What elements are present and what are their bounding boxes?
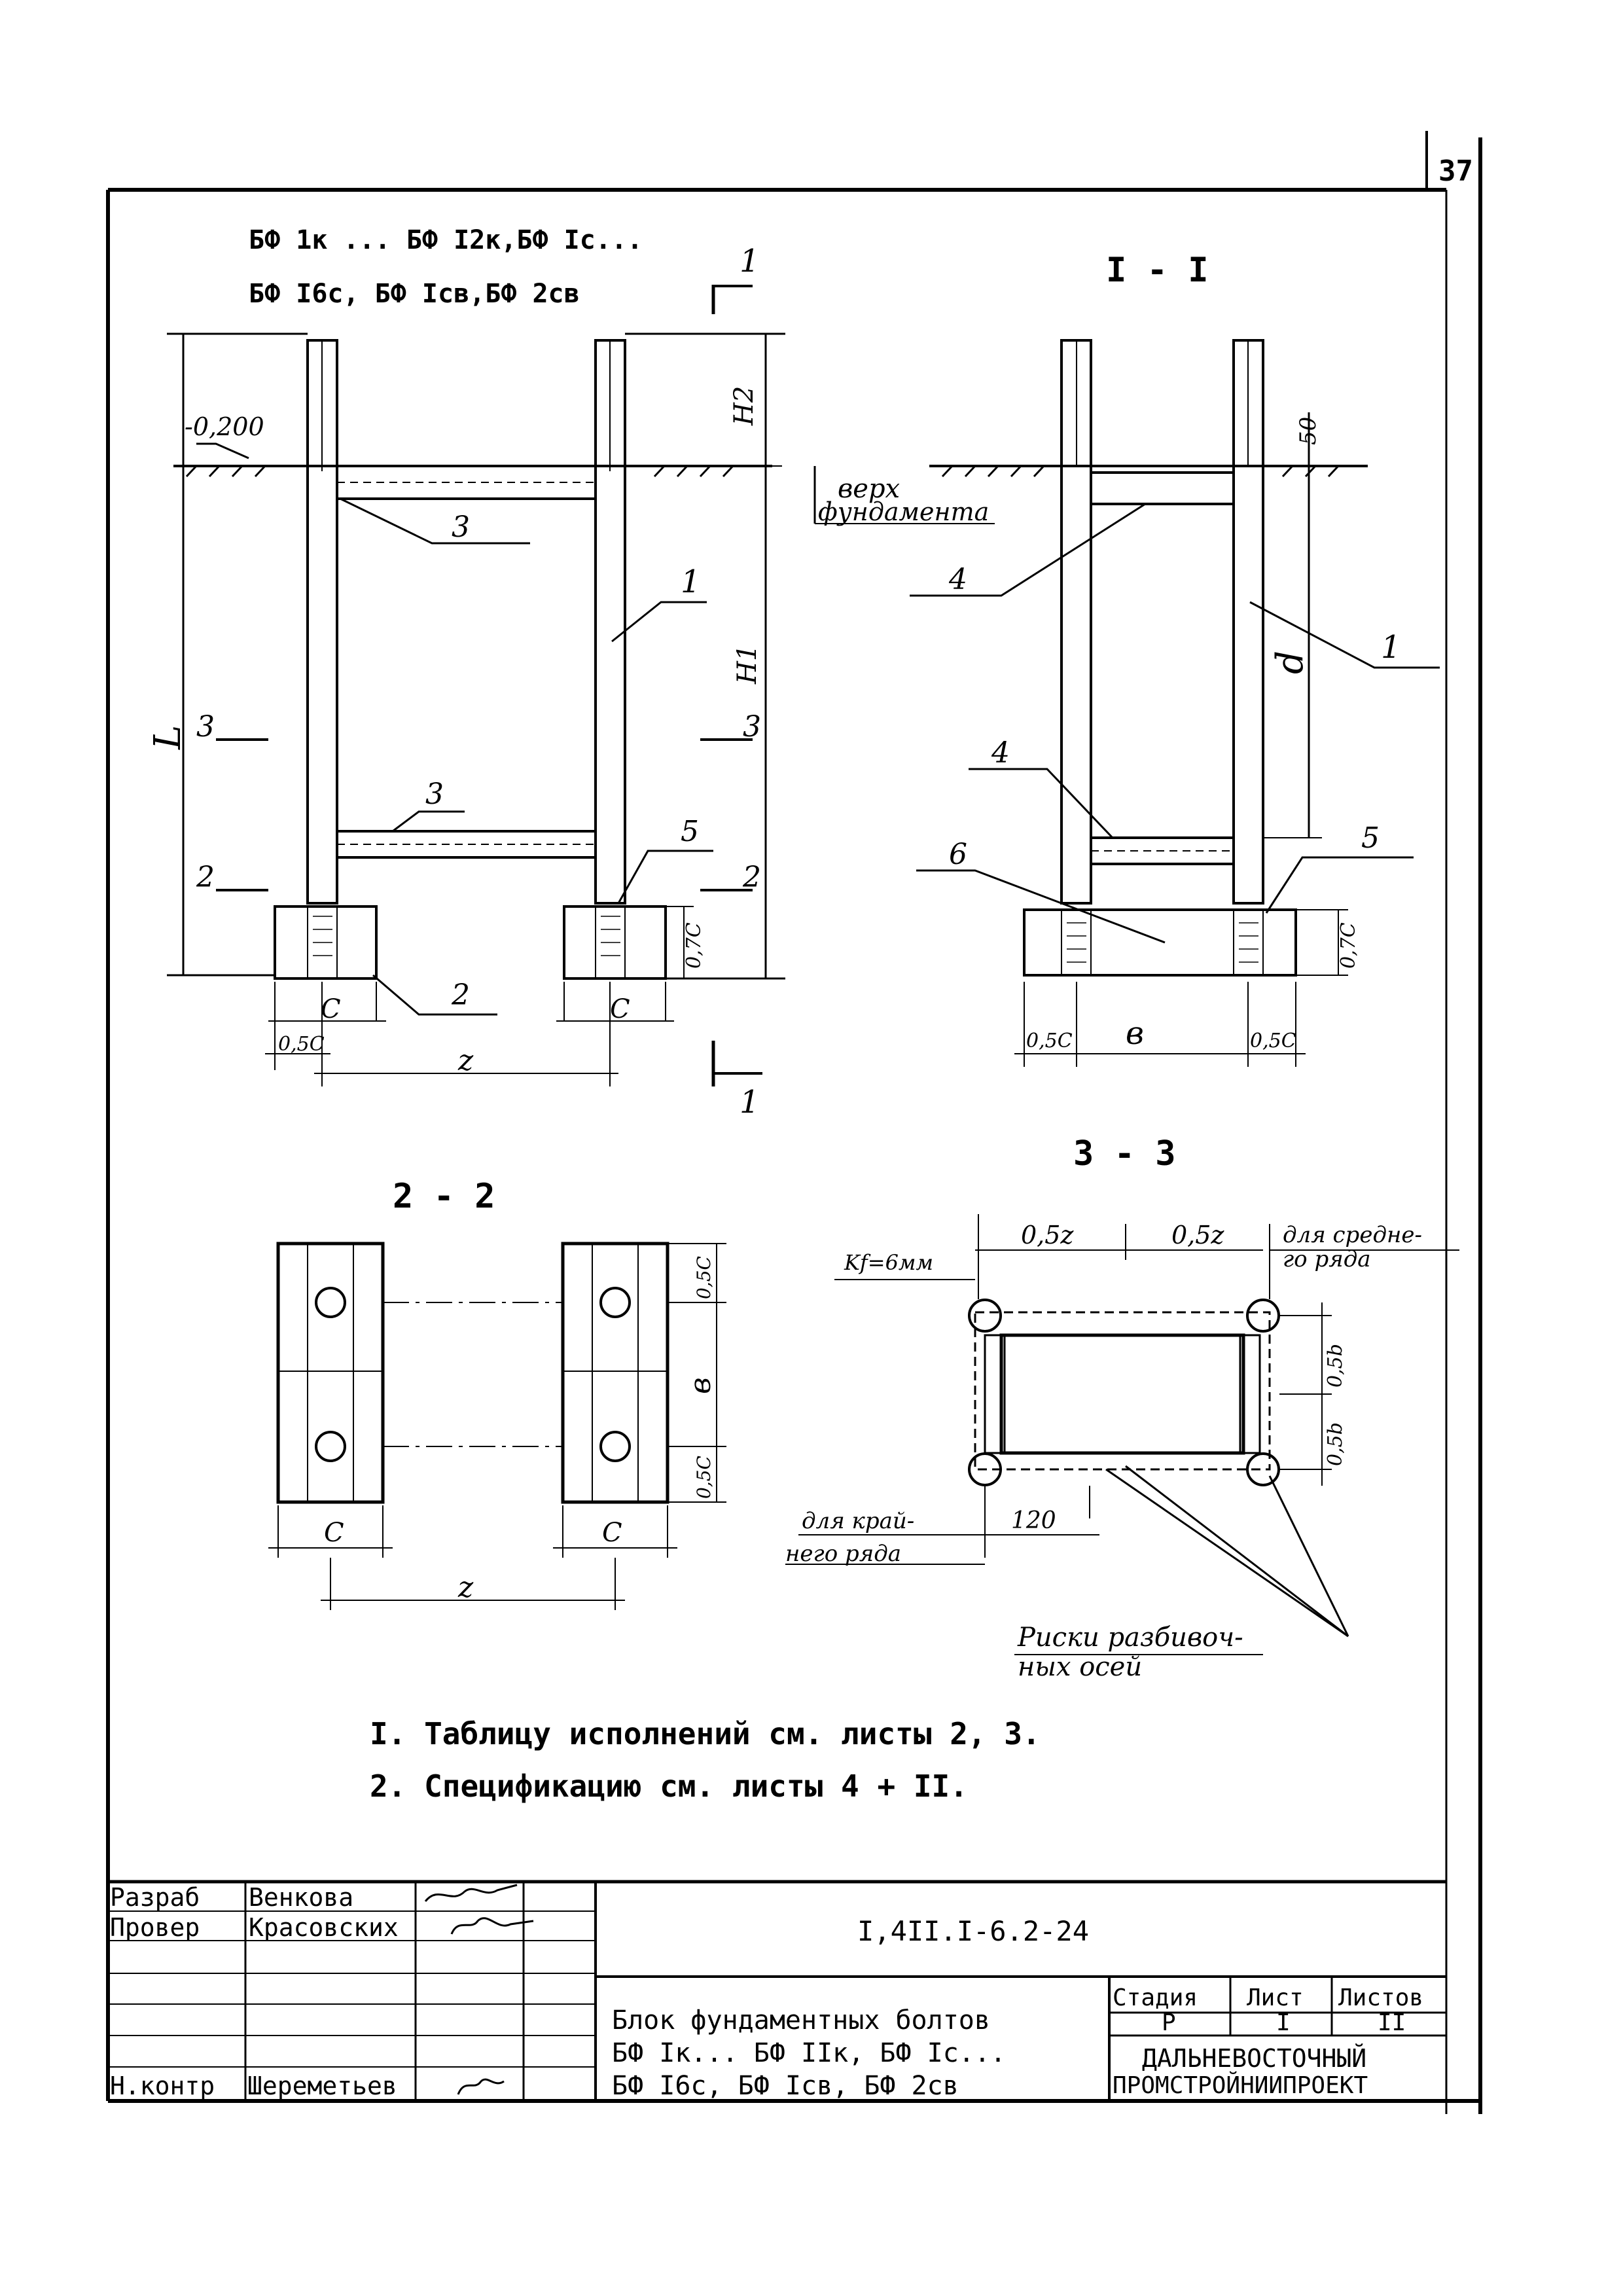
section-cut-label-bottom: 1: [740, 1084, 760, 1121]
pos-1-label: 1: [681, 564, 701, 600]
section-2-2-title: 2 - 2: [393, 1177, 495, 1216]
top-of-foundation-line2: фундамента: [818, 497, 989, 526]
tb-name-row-1: Венкова: [249, 1883, 353, 1912]
title-block-grid: [108, 1880, 1446, 2101]
section-cut-mark-bottom: [711, 1041, 762, 1086]
dim-L: L: [147, 725, 189, 750]
stage-label: Стадия: [1113, 1984, 1198, 2011]
tb-name-row-7: Шереметьев: [247, 2072, 397, 2100]
elevation-view: [167, 332, 995, 1086]
organization-line1: ДАЛЬНЕВОСТОЧНЫЙ: [1142, 2044, 1366, 2073]
signature-venkova: [424, 1884, 518, 1902]
top-of-foundation-line1: верх: [838, 474, 900, 504]
tb-role-row-2: Провер: [110, 1913, 200, 1942]
dim-05z-right: 0,5z: [1171, 1221, 1224, 1249]
pos-3-top-label: 3: [452, 511, 470, 544]
stage-value: Р: [1162, 2009, 1176, 2036]
dim-50: 50: [1295, 417, 1321, 445]
edge-row-label-line1: для край-: [802, 1508, 914, 1534]
organization-line2: ПРОМСТРОЙНИИПРОЕКТ: [1113, 2072, 1368, 2099]
dim-05c-I-left: 0,5C: [1026, 1030, 1073, 1052]
dim-07c-left: 0,7C: [683, 922, 705, 969]
axis-marks-label-line1: Риски разбивоч-: [1017, 1623, 1243, 1653]
dim-H2: H2: [729, 386, 759, 426]
section-pos-4-top: 4: [948, 563, 967, 596]
dim-H1: H1: [732, 645, 762, 685]
section-3-3-view: [785, 1214, 1459, 1655]
section-mark-2-right: 2: [742, 861, 761, 894]
tb-role-row-7: Н.контр: [110, 2072, 215, 2100]
dim-05b-bottom: 0,5b: [1324, 1422, 1347, 1466]
dim-120: 120: [1011, 1507, 1056, 1534]
dim-05b-top: 0,5b: [1324, 1344, 1347, 1388]
dim-05z-left: 0,5z: [1021, 1221, 1074, 1249]
weld-kf: Kf=6мм: [844, 1250, 933, 1275]
drawing-title-line2: БФ I6с, БФ Iсв,БФ 2св: [249, 279, 580, 309]
axis-marks-label-line2: ных осей: [1018, 1652, 1142, 1682]
middle-row-label-line1: для средне-: [1283, 1222, 1422, 1248]
middle-row-label-line2: го ряда: [1283, 1246, 1371, 1272]
section-pos-4-bottom: 4: [991, 736, 1010, 770]
pos-3-bottom-label: 3: [425, 778, 444, 811]
tb-name-row-2: Красовских: [249, 1913, 399, 1942]
sheet-frame: [106, 131, 1482, 2114]
section-I-I-title: I - I: [1106, 251, 1209, 290]
dim-c-right: C: [610, 994, 630, 1024]
signature-sheremetyev: [457, 2078, 505, 2095]
section-mark-3-left: 3: [196, 710, 215, 744]
section-pos-6: 6: [949, 838, 967, 871]
drawing-title-line1: БФ 1к ... БФ I2к,БФ Iс...: [249, 225, 643, 255]
dim-05c-2-2-top: 0,5C: [693, 1256, 715, 1299]
dim-b-I: в: [1126, 1015, 1144, 1052]
product-name-line1: Блок фундаментных болтов: [612, 2005, 990, 2036]
dim-d: d: [1269, 651, 1311, 674]
section-cut-mark-top: [711, 285, 753, 314]
dim-05c-I-right: 0,5C: [1250, 1030, 1296, 1052]
section-2-2-view: [268, 1242, 726, 1610]
pos-2-label: 2: [451, 978, 470, 1012]
level-mark: -0,200: [185, 412, 264, 441]
sheets-value: II: [1378, 2009, 1406, 2036]
sheet-label: Лист: [1247, 1984, 1304, 2011]
section-I-I-view: [910, 339, 1440, 1067]
note-1: I. Таблицу исполнений см. листы 2, 3.: [370, 1716, 1041, 1751]
dim-05c-2-2-bottom: 0,5C: [693, 1456, 715, 1499]
section-mark-3-right: 3: [743, 710, 761, 744]
dim-c-2-2-left: C: [324, 1518, 344, 1548]
dim-c-left: C: [321, 994, 341, 1024]
sheet-value: I: [1276, 2009, 1291, 2036]
section-mark-2-left: 2: [196, 861, 215, 894]
pos-5-label: 5: [681, 815, 699, 848]
section-3-3-title: 3 - 3: [1073, 1134, 1176, 1174]
dim-z-2-2: z: [457, 1571, 474, 1604]
product-name-line3: БФ I6с, БФ Iсв, БФ 2св: [612, 2071, 959, 2101]
product-name-line2: БФ Iк... БФ IIк, БФ Iс...: [612, 2038, 1006, 2068]
dim-z: z: [457, 1044, 474, 1077]
sheet-number: 37: [1438, 154, 1473, 188]
note-2: 2. Спецификацию см. листы 4 + II.: [370, 1768, 968, 1804]
dim-c-2-2-right: C: [602, 1518, 622, 1548]
section-pos-5: 5: [1361, 821, 1380, 855]
section-pos-1: 1: [1381, 629, 1401, 666]
dim-b-2-2: в: [684, 1377, 717, 1394]
dim-07c-right: 0,7C: [1337, 922, 1360, 969]
sheets-label: Листов: [1338, 1984, 1423, 2011]
edge-row-label-line2: него ряда: [785, 1541, 901, 1567]
document-code: I,4II.I-6.2-24: [857, 1915, 1089, 1947]
signature-krasovskikh: [450, 1917, 534, 1935]
section-cut-label-top: 1: [740, 243, 760, 279]
dim-05c-left: 0,5C: [278, 1033, 325, 1056]
tb-role-row-1: Разраб: [110, 1883, 200, 1912]
